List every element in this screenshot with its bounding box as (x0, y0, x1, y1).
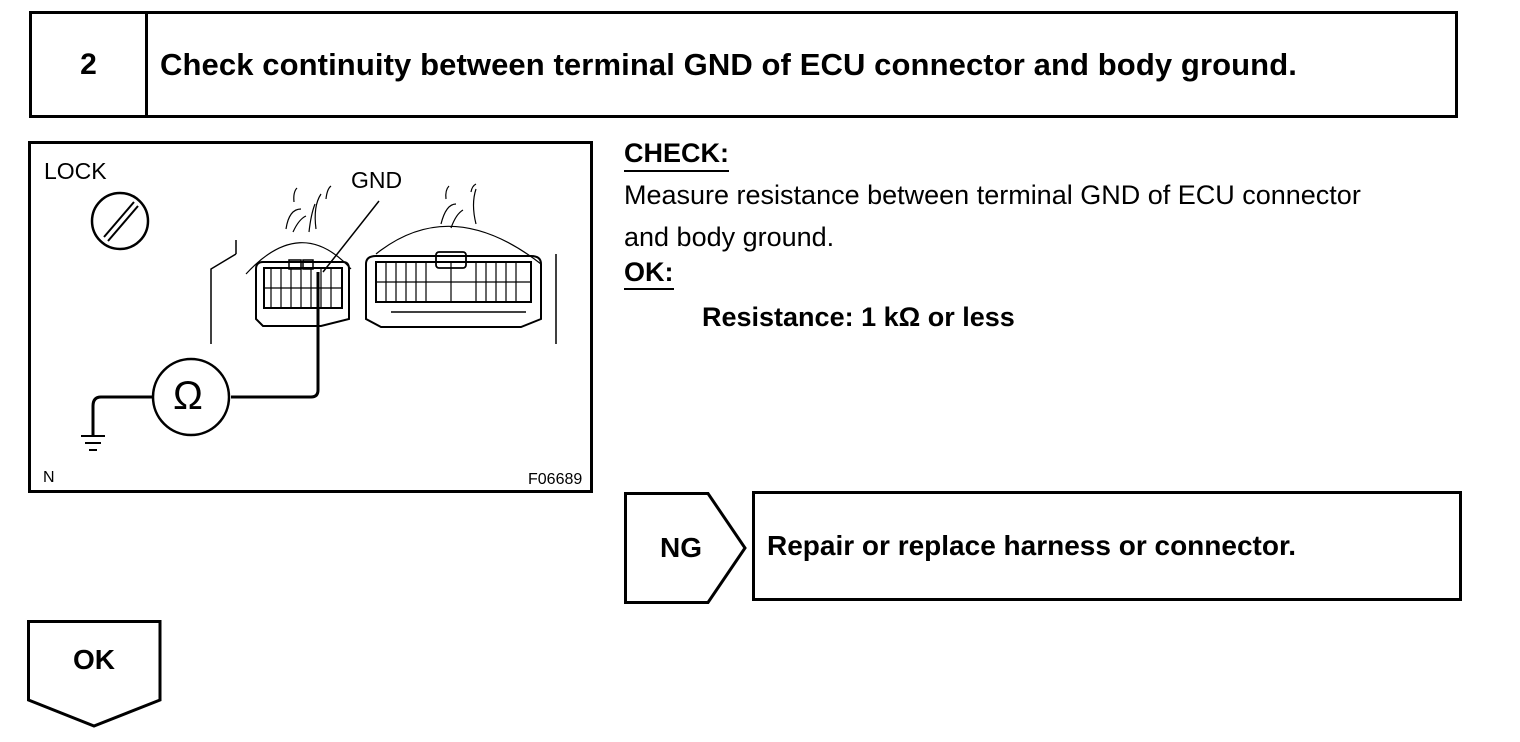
figure-corner-label: N (43, 469, 55, 486)
wiring-illustration: LOCK GND Ω N F06689 (28, 141, 593, 493)
connector-diagram (81, 183, 557, 451)
right-ecu-connector (365, 183, 542, 328)
check-description-line2: and body ground. (624, 221, 835, 252)
probe-wire (231, 272, 320, 399)
ng-label: NG (660, 532, 702, 563)
check-description-line1: Measure resistance between terminal GND … (624, 179, 1361, 210)
ignition-lock-icon (90, 191, 150, 251)
ecu-body (210, 240, 557, 344)
step-number: 2 (32, 14, 148, 115)
ok-arrow-shape (27, 620, 162, 728)
check-heading: CHECK: (624, 138, 729, 172)
check-block: CHECK: Measure resistance between termin… (624, 138, 1484, 333)
body-ground-icon (81, 435, 105, 451)
gnd-leader-line (322, 200, 380, 273)
ng-arrow-shape (624, 492, 747, 604)
lock-label: LOCK (44, 158, 107, 184)
left-ecu-connector (245, 185, 352, 327)
resistance-spec: Resistance: 1 kΩ or less (702, 302, 1015, 333)
step-title: Check continuity between terminal GND of… (160, 46, 1297, 82)
check-description: Measure resistance between terminal GND … (624, 174, 1484, 258)
figure-code: F06689 (528, 471, 583, 488)
ok-label: OK (73, 644, 115, 675)
ok-heading: OK: (624, 257, 674, 291)
gnd-label: GND (351, 167, 403, 193)
ohm-symbol: Ω (173, 374, 203, 418)
step-header: 2 Check continuity between terminal GND … (29, 11, 1458, 118)
ground-wire (91, 395, 153, 436)
ng-action-box: Repair or replace harness or connector. (752, 491, 1462, 601)
